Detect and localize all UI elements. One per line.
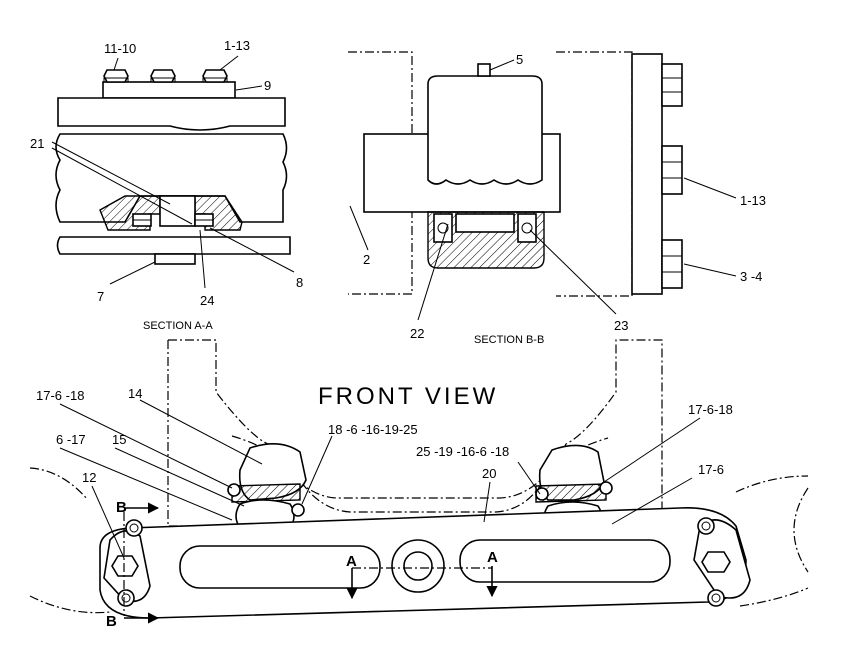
callout-17-6: 17-6 — [698, 462, 724, 477]
section-a-cutting-plane — [346, 566, 498, 600]
frame-phantom-outline — [168, 339, 663, 523]
section-marker-b-bottom: B — [106, 613, 117, 630]
front-view-leaders — [59, 399, 701, 559]
section-b-cutting-plane — [123, 502, 160, 624]
callout-20: 20 — [482, 466, 496, 481]
callout-17-6-18-left: 17-6 -18 — [36, 388, 84, 403]
callout-15: 15 — [112, 432, 126, 447]
end-link-right — [693, 517, 751, 607]
retainer-plate — [102, 81, 236, 99]
bearing-23 — [517, 213, 537, 243]
callout-1-13-bb: 1-13 — [740, 193, 766, 208]
upper-block — [427, 75, 543, 185]
callout-7: 7 — [97, 289, 104, 304]
pad-left — [227, 443, 307, 529]
front-view: FRONT VIEW — [29, 339, 809, 630]
callout-22: 22 — [410, 326, 424, 341]
callout-12: 12 — [82, 470, 96, 485]
section-marker-a-left: A — [346, 553, 357, 570]
section-bb-caption: SECTION B-B — [474, 334, 544, 346]
section-bb-leaders — [349, 59, 737, 321]
bearing-22 — [433, 213, 453, 243]
bar-slot-left — [179, 545, 381, 589]
callout-1-13-aa: 1-13 — [224, 38, 250, 53]
lower-bar — [56, 236, 291, 255]
front-view-title: FRONT VIEW — [318, 383, 498, 410]
callout-25-19-16-6-18: 25 -19 -16-6 -18 — [416, 444, 509, 459]
upper-frame-member — [57, 97, 286, 131]
lower-pad — [154, 253, 196, 265]
callout-17-6-18-right: 17-6-18 — [688, 402, 733, 417]
callout-18-6-16-19-25: 18 -6 -16-19-25 — [328, 422, 418, 437]
side-plate — [631, 53, 663, 295]
section-marker-b-top: B — [116, 499, 127, 516]
end-link-left — [103, 519, 151, 607]
section-bb-view: 5 1-13 3 -4 2 22 23 SECTION B-B — [348, 51, 766, 346]
callout-9: 9 — [264, 78, 271, 93]
callout-21: 21 — [30, 136, 44, 151]
section-aa-leaders — [51, 55, 295, 289]
right-phantom-frame — [556, 51, 633, 297]
bolts-bb — [661, 63, 683, 289]
section-marker-a-right: A — [487, 549, 498, 566]
callout-8: 8 — [296, 275, 303, 290]
callout-23: 23 — [614, 318, 628, 333]
section-aa-caption: SECTION A-A — [143, 320, 213, 332]
grease-fitting — [477, 63, 491, 77]
pin — [159, 195, 196, 227]
callout-2: 2 — [363, 252, 370, 267]
section-aa-view: 11-10 1-13 9 21 8 7 24 SECTION A-A — [30, 38, 303, 332]
callout-14: 14 — [128, 386, 142, 401]
bolt-heads-top — [103, 69, 228, 83]
callout-3-4: 3 -4 — [740, 269, 762, 284]
callout-6-17: 6 -17 — [56, 432, 86, 447]
callout-24: 24 — [200, 293, 214, 308]
saddle-body — [55, 133, 288, 223]
bar-slot-right — [459, 539, 671, 583]
callout-11-10: 11-10 — [104, 41, 136, 56]
callout-5: 5 — [516, 52, 523, 67]
